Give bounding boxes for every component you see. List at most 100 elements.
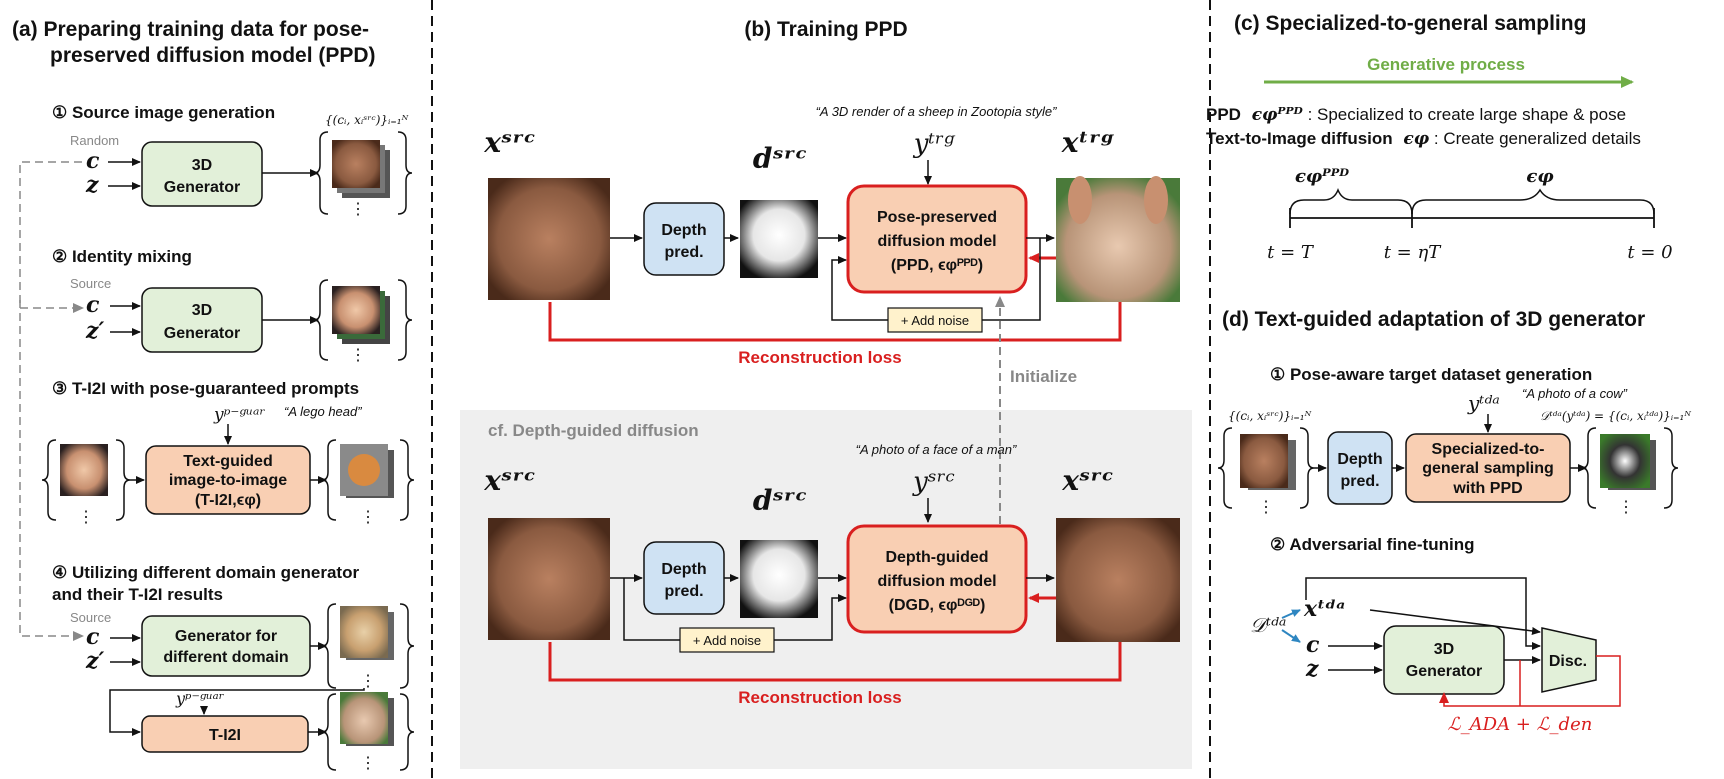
vdots-4a: ⋮: [360, 673, 376, 690]
d-set-left: {(cᵢ, xᵢˢʳᶜ)}ᵢ₌₁ᴺ: [1228, 409, 1312, 423]
loss-loop: [1439, 655, 1621, 707]
var-z-1: z: [85, 172, 99, 198]
panel-c-title: (c) Specialized-to-general sampling: [1234, 12, 1586, 35]
tda-arrow-c: [1281, 629, 1301, 643]
ti2i-line3: (T-I2I,ϵφ): [195, 492, 261, 509]
prompt-lego: “A lego head”: [284, 404, 362, 419]
brace-left-2: [313, 279, 329, 361]
dashed-feed-step2: [19, 161, 84, 313]
brace-right-3b: [399, 439, 415, 521]
ppd-line2: diffusion model: [877, 233, 996, 250]
s2g-line1: Specialized-to-: [1432, 441, 1545, 458]
noise-loop-top: [831, 238, 1041, 321]
add-noise-box-top: [887, 307, 983, 333]
brace-left-4b: [321, 693, 337, 771]
t2i-desc-sym: ϵφ: [1403, 129, 1429, 149]
vdots-3b: ⋮: [360, 509, 376, 526]
d-src-top: dˢʳᶜ: [753, 142, 807, 175]
cow-image: [1600, 434, 1650, 488]
noise-loop-bottom: [623, 578, 847, 641]
ppd-desc-text: : Specialized to create large shape & po…: [1308, 105, 1626, 124]
brace-right-4a: [399, 603, 415, 689]
d-tda-label: 𝒟ᵗᵈᵃ: [1250, 613, 1286, 637]
random-label: Random: [70, 133, 119, 148]
step1-set: {(cᵢ, xᵢˢʳᶜ)}ᵢ₌₁ᴺ: [325, 113, 409, 127]
brace-right-3a: [115, 439, 131, 521]
d-set-right: 𝒟ᵗᵈᵃ(yᵗᵈᵃ) = {(cᵢ, xᵢᵗᵈᵃ)}ᵢ₌₁ᴺ: [1540, 409, 1691, 423]
add-noise-top: + Add noise: [901, 313, 969, 328]
x-src-bottom: xˢʳᶜ: [483, 464, 535, 497]
depth-box-bottom: [643, 541, 725, 615]
d-brace-left-b: [1581, 427, 1597, 509]
recon-loop-top: [548, 302, 1122, 342]
brace1: [1289, 187, 1413, 215]
face-image-top: [488, 178, 610, 300]
ti2i-line1: Text-guided: [183, 453, 272, 470]
prompt-cow: “A photo of a cow”: [1522, 386, 1628, 401]
recon-loss-top: Reconstruction loss: [738, 348, 901, 367]
t-0-label: t = 0: [1627, 242, 1672, 263]
add-noise-box-bottom: [679, 627, 775, 653]
d-generator-line2: Generator: [1406, 663, 1482, 680]
d-var-z: z: [1305, 656, 1319, 682]
d-brace-right-a: [1299, 427, 1315, 509]
depth-box-top: [643, 202, 725, 276]
depth-top-line1: Depth: [661, 222, 706, 239]
source-label-2: Source: [70, 276, 111, 291]
sheep-ear-right: [1144, 176, 1168, 224]
depth-map-bottom: [740, 540, 818, 618]
ti2i-line2: image-to-image: [169, 472, 287, 489]
dgd-line1: Depth-guided: [885, 549, 988, 566]
tda-arrow-x: [1281, 609, 1301, 619]
d-brace-left-a: [1217, 427, 1233, 509]
y-pguar-4: yᵖ⁻ᵍᵘᵃʳ: [175, 689, 225, 708]
d-generator-line1: 3D: [1434, 641, 1454, 658]
generator-1-line1: 3D: [192, 157, 212, 174]
ppd-desc-bold: PPD: [1206, 105, 1241, 124]
depth-bottom-line2: pred.: [664, 583, 703, 600]
dgd-box: [846, 524, 1028, 634]
brace2-label: ϵφ: [1526, 166, 1554, 187]
cat-image: [340, 606, 388, 658]
depth-top-line2: pred.: [664, 244, 703, 261]
x-src-right: xˢʳᶜ: [1061, 464, 1113, 497]
diff-generator-line2: different domain: [163, 649, 288, 666]
t-eta-label: t = ηT: [1384, 242, 1443, 263]
var-zp-4: z′: [85, 648, 104, 674]
var-c-2: c: [86, 292, 100, 318]
depth-bottom-line1: Depth: [661, 561, 706, 578]
x-trg: xᵗʳᵍ: [1061, 126, 1115, 159]
brace-right-2: [397, 279, 413, 361]
ti2i-short-label: T-I2I: [209, 727, 241, 744]
d-brace-right-b: [1663, 427, 1679, 509]
diff-generator-line1: Generator for: [175, 628, 277, 645]
brace2: [1411, 188, 1655, 215]
brace-right-4b: [399, 693, 415, 771]
arrow-cat-to-ti2i: [109, 688, 365, 736]
feed-top-loop: [1305, 577, 1541, 650]
woman-image-2: [332, 286, 380, 334]
vdots-3a: ⋮: [78, 509, 94, 526]
ti2i-short-box: [141, 715, 309, 753]
sheep-ear-left: [1068, 176, 1092, 224]
ppd-desc-sym: ϵφᴾᴾᴰ: [1252, 105, 1304, 125]
y-tda: yᵗᵈᵃ: [1467, 391, 1500, 415]
brace1-label: ϵφᴾᴾᴰ: [1295, 166, 1349, 187]
panel-d-title: (d) Text-guided adaptation of 3D generat…: [1222, 308, 1645, 331]
lego-face: [348, 454, 380, 486]
cf-title: cf. Depth-guided diffusion: [488, 421, 699, 440]
diff-generator-box: [141, 615, 311, 677]
d-vdots-b: ⋮: [1618, 499, 1634, 516]
d-src-bottom: dˢʳᶜ: [753, 484, 807, 517]
t2i-desc-line: Text-to-Image diffusion ϵφ : Create gene…: [1206, 129, 1641, 149]
dashed-feed-step4: [19, 300, 84, 641]
vdots-1: ⋮: [350, 201, 366, 218]
step4-label-line2: and their T-I2I results: [52, 585, 223, 604]
d-step2-label: ② Adversarial fine-tuning: [1270, 535, 1474, 554]
brace-left-1: [313, 131, 329, 215]
y-src: yˢʳᶜ: [912, 467, 955, 497]
depth-map-top: [740, 200, 818, 278]
x-tda: xᵗᵈᵃ: [1303, 596, 1345, 622]
recon-loss-bottom: Reconstruction loss: [738, 688, 901, 707]
panel-a-title-line1: (a) Preparing training data for pose-: [12, 18, 369, 41]
